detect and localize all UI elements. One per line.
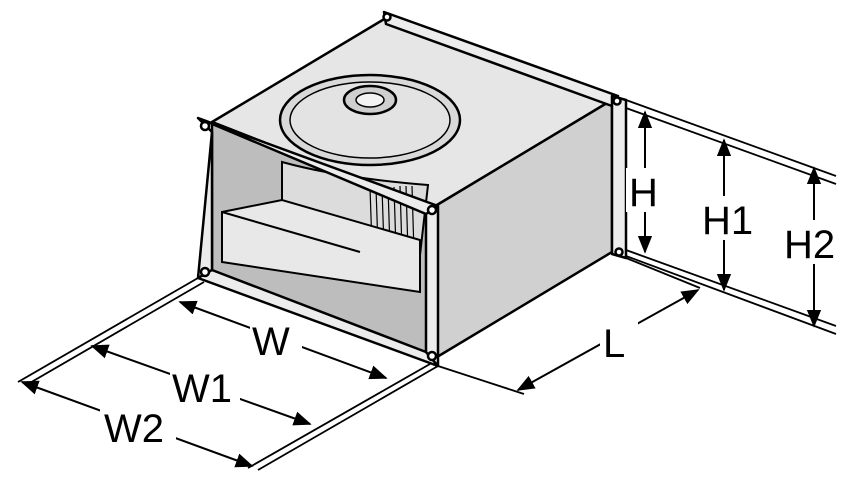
- label-W2: W2: [104, 407, 164, 451]
- label-H2: H2: [784, 223, 835, 267]
- outlet-box: [221, 198, 421, 294]
- back-flange-right: [610, 94, 628, 260]
- impeller: [221, 160, 430, 294]
- motor-hub-center: [355, 92, 385, 108]
- label-backgrounds: [100, 168, 838, 450]
- motor-inner-ring: [289, 81, 451, 159]
- motor-assembly: [278, 73, 462, 167]
- label-H: H: [629, 171, 658, 215]
- label-W: W: [252, 320, 290, 364]
- label-L: L: [603, 322, 625, 366]
- label-W1: W1: [172, 367, 232, 411]
- label-H1: H1: [702, 199, 753, 243]
- dimension-labels: H H1 H2 W W1 W2 L: [104, 171, 835, 451]
- back-flange: [382, 10, 628, 260]
